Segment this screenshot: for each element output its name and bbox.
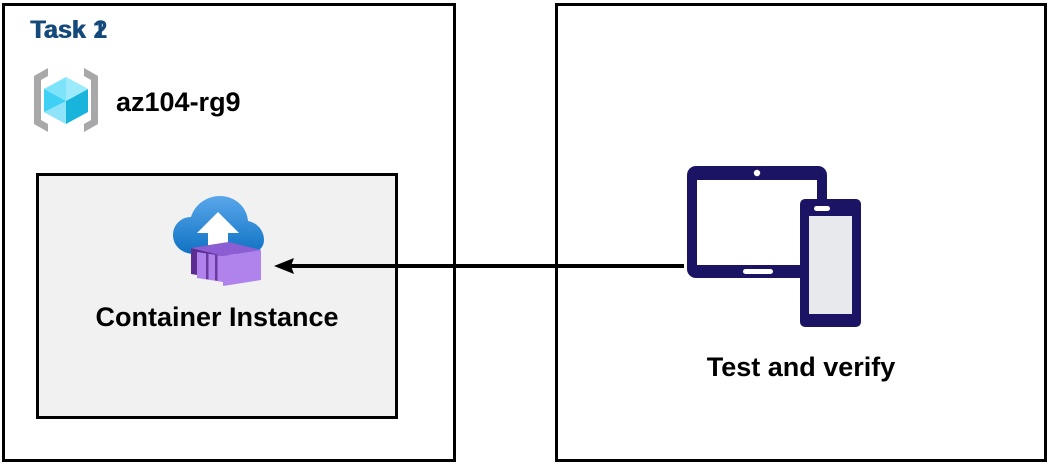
task-1-title: Task 1 [30,16,107,44]
container-instance-label: Container Instance [95,302,339,332]
resource-group-row: az104-rg9 [28,62,241,138]
resource-group-name: az104-rg9 [116,86,241,117]
container-instance-box: Container Instance [36,173,398,419]
task-2-title: Task 2 [31,16,108,44]
container-instance-icon [169,176,265,288]
azure-resource-group-icon [28,62,104,138]
test-and-verify-label: Test and verify [706,352,896,382]
